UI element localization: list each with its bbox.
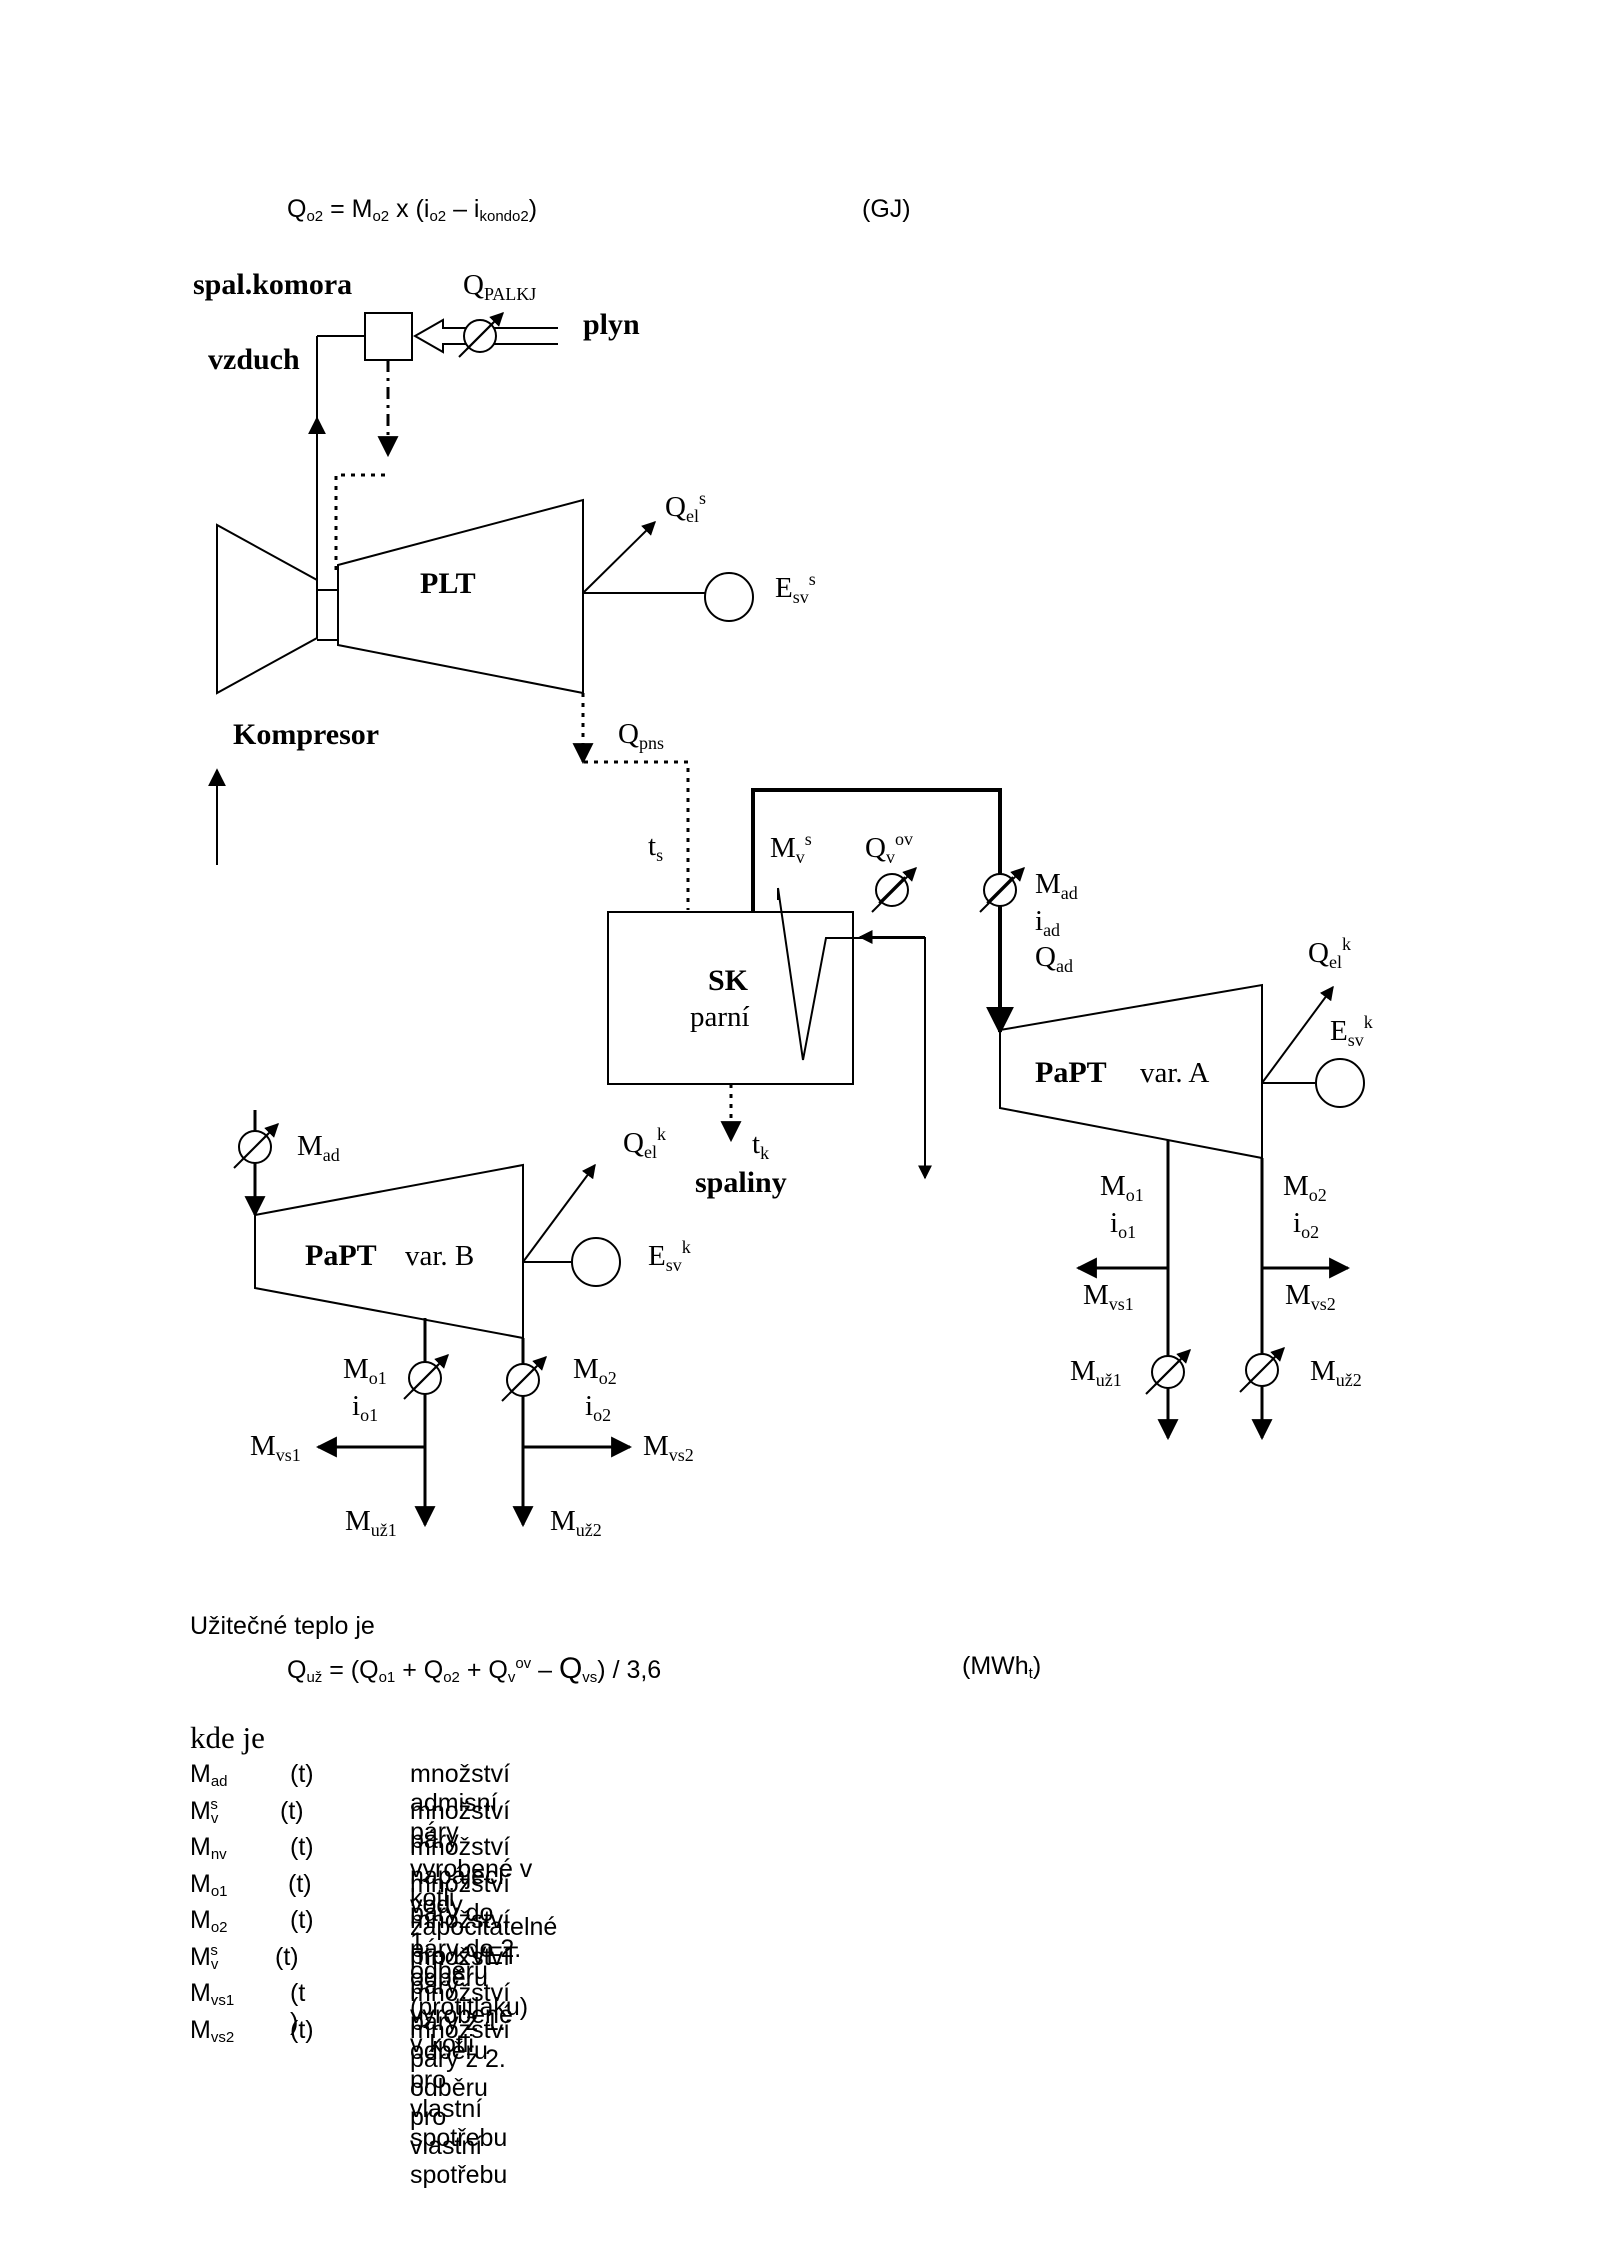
mad-b-valve — [233, 1123, 279, 1169]
label-qel-s: Qels — [665, 488, 706, 526]
label-io2-b: io2 — [585, 1390, 611, 1425]
label-esv-kb: Esvk — [648, 1237, 691, 1275]
label-muz1-a: Muž1 — [1070, 1355, 1122, 1390]
label-qpns: Qpns — [618, 718, 664, 753]
label-mad-a: Mad — [1035, 868, 1078, 903]
label-vzduch: vzduch — [208, 343, 300, 376]
label-iad: iad — [1035, 905, 1060, 940]
label-qad: Qad — [1035, 941, 1073, 976]
label-tk: tk — [752, 1128, 769, 1163]
label-plt: PLT — [420, 567, 476, 600]
legend-description: množství páry do 1. odběru — [410, 1869, 511, 1985]
legend-symbol: Mnv — [190, 1833, 227, 1863]
steam-boiler-sk — [607, 911, 854, 1085]
muz2-b-valve — [501, 1356, 547, 1402]
label-mvs2-a: Mvs2 — [1285, 1279, 1336, 1314]
label-mvs1-a: Mvs1 — [1083, 1279, 1134, 1314]
label-kompresor: Kompresor — [233, 718, 379, 751]
label-io1-b: io1 — [352, 1390, 378, 1425]
label-mo2-b: Mo2 — [573, 1353, 617, 1388]
legend-unit: (t) — [275, 1942, 299, 1971]
legend-description: množství páry vyrobené v kotli započitat… — [410, 1796, 558, 1970]
legend-description: množství páry z 2. odběru pro vlastní sp… — [410, 2015, 511, 2189]
label-qel-kb: Qelk — [623, 1124, 666, 1162]
qv-valve — [871, 867, 917, 913]
label-io2-a: io2 — [1293, 1207, 1319, 1242]
muz1-a-valve — [1145, 1349, 1191, 1395]
gas-valve — [458, 312, 504, 358]
combustion-chamber — [364, 312, 413, 361]
legend-heading: kde je — [190, 1720, 265, 1755]
generator-kb — [571, 1237, 621, 1287]
label-mvs2-b: Mvs2 — [643, 1430, 694, 1465]
legend-unit: (t) — [290, 2015, 314, 2044]
label-mvs1-b: Mvs1 — [250, 1430, 301, 1465]
legend-description: množství páry z 1. odběru pro vlastní sp… — [410, 1979, 511, 2152]
mad-a-valve — [979, 867, 1025, 913]
muz2-a-valve — [1239, 1347, 1285, 1393]
label-qel-ka: Qelk — [1308, 934, 1351, 972]
label-var-a: var. A — [1140, 1057, 1209, 1089]
legend-symbol: Mo2 — [190, 1906, 228, 1936]
formula-qo2-unit: (GJ) — [862, 195, 911, 223]
label-ts: ts — [648, 830, 663, 865]
label-mo1-b: Mo1 — [343, 1353, 387, 1388]
legend-symbol: Mvs2 — [190, 2015, 235, 2046]
label-papt-b: PaPT — [305, 1239, 377, 1272]
label-spaliny: spaliny — [695, 1166, 787, 1199]
label-var-b: var. B — [405, 1240, 474, 1272]
useful-heat-intro: Užitečné teplo je — [190, 1612, 375, 1640]
legend-description: množství páry do 2. odběru (protitlaku) — [410, 1906, 529, 2021]
label-papt-a: PaPT — [1035, 1056, 1107, 1089]
compressor — [216, 523, 318, 695]
gas-inlet-arrow — [412, 318, 558, 354]
legend-unit: (t ) — [290, 1979, 306, 2036]
formula-quz: Quž = (Qo1 + Qo2 + Qvov – Qvs) / 3,6 — [287, 1652, 662, 1686]
label-plyn: plyn — [583, 308, 640, 341]
legend-symbol: Mvs1 — [190, 1979, 235, 2009]
label-qv-ov: Qvov — [865, 829, 913, 867]
label-spal-komora: spal.komora — [193, 268, 352, 301]
label-sk: SK — [708, 964, 749, 997]
legend-unit: (t) — [290, 1760, 314, 1788]
label-muz2-a: Muž2 — [1310, 1355, 1362, 1390]
label-mo1-a: Mo1 — [1100, 1170, 1144, 1205]
muz1-b-valve — [403, 1354, 449, 1400]
generator-s — [704, 572, 754, 622]
legend-unit: (t) — [288, 1869, 312, 1898]
legend-description: množství napájecí vody — [410, 1833, 511, 1919]
legend-unit: (t) — [280, 1796, 304, 1825]
label-parni: parní — [690, 1001, 750, 1033]
label-mo2-a: Mo2 — [1283, 1170, 1327, 1205]
generator-ka — [1315, 1058, 1365, 1108]
legend-symbol: Mvs — [190, 1795, 219, 1827]
label-io1-a: io1 — [1110, 1207, 1136, 1242]
label-muz1-b: Muž1 — [345, 1505, 397, 1540]
formula-qo2: Qo2 = Mo2 x (io2 – ikondo2) — [287, 195, 538, 225]
legend-description: množství páry vyrobené v kotli — [410, 1942, 513, 2058]
legend-unit: (t) — [290, 1833, 314, 1861]
steam-turbine-papt-b — [254, 1163, 524, 1340]
label-esv-s: Esvs — [775, 569, 816, 607]
legend-symbol: Mo1 — [190, 1869, 228, 1900]
formula-quz-unit: (MWht) — [962, 1652, 1042, 1682]
label-esv-ka: Esvk — [1330, 1012, 1373, 1050]
legend-symbol: Mad — [190, 1760, 228, 1790]
label-mad-b: Mad — [297, 1130, 340, 1165]
label-q-palkj: QPALKJ — [463, 269, 536, 304]
legend-symbol: Mvs — [190, 1941, 219, 1973]
legend-description: množství admisní páry — [410, 1760, 511, 1846]
label-muz2-b: Muž2 — [550, 1505, 602, 1540]
label-mv-s: Mvs — [770, 829, 812, 867]
cogeneration-diagram: spal.komora QPALKJ plyn vzduch PLT Qels … — [193, 268, 1373, 1540]
legend-unit: (t) — [290, 1906, 314, 1934]
